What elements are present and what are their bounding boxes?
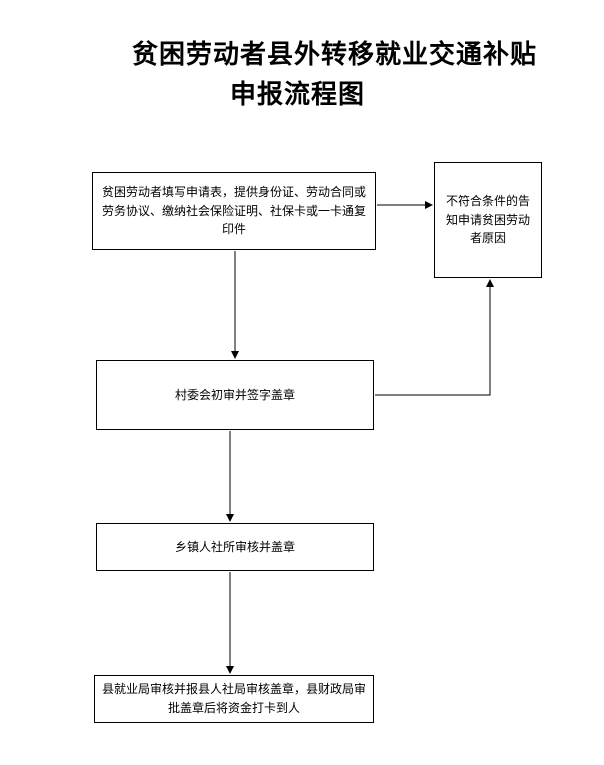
step-apply-box: 贫困劳动者填写申请表，提供身份证、劳动合同或劳务协议、缴纳社会保险证明、社保卡或…	[92, 172, 376, 250]
title-line-2: 申报流程图	[230, 80, 366, 110]
reject-notice-text: 不符合条件的告知申请贫困劳动者原因	[445, 194, 530, 246]
reject-notice-box: 不符合条件的告知申请贫困劳动者原因	[434, 162, 542, 278]
step-village-text: 村委会初审并签字盖章	[174, 387, 295, 402]
step-township-box: 乡镇人社所审核并盖章	[96, 523, 374, 571]
title-line-1: 贫困劳动者县外转移就业交通补贴	[132, 40, 538, 70]
step-apply-text: 贫困劳动者填写申请表，提供身份证、劳动合同或劳务协议、缴纳社会保险证明、社保卡或…	[101, 185, 366, 237]
step-county-box: 县就业局审核并报县人社局审核盖章，县财政局审批盖章后将资金打卡到人	[94, 675, 374, 723]
step-county-text: 县就业局审核并报县人社局审核盖章，县财政局审批盖章后将资金打卡到人	[101, 682, 366, 715]
arrow-village-to-reject	[375, 279, 494, 396]
step-township-text: 乡镇人社所审核并盖章	[174, 539, 295, 554]
step-village-box: 村委会初审并签字盖章	[96, 360, 374, 430]
